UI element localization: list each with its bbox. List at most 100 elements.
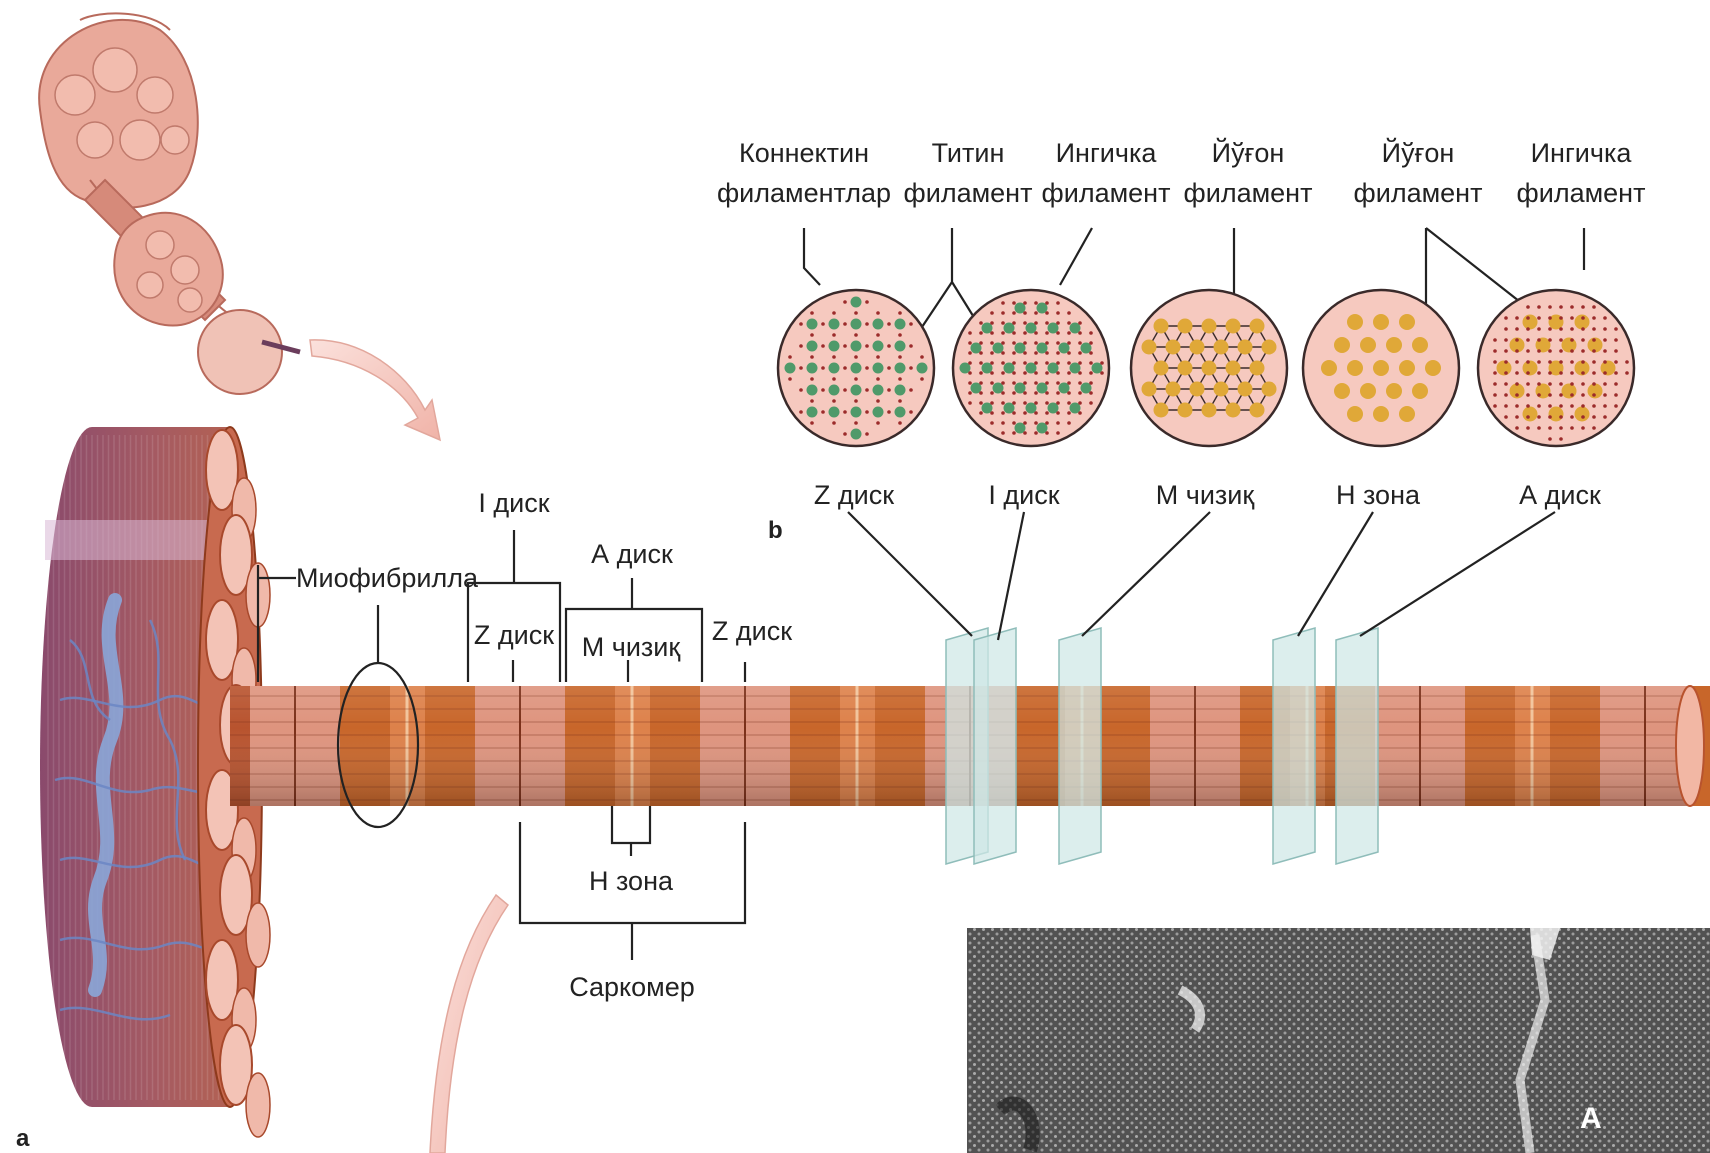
thick-filament-dot (1562, 384, 1577, 399)
thin-filament-dot (887, 388, 891, 392)
thin-filament-dot (1012, 301, 1016, 305)
thin-filament-dot (1570, 426, 1574, 430)
thin-filament-dot (854, 399, 858, 403)
thin-filament-dot (1034, 371, 1038, 375)
titin-dot (807, 385, 818, 396)
titin-dot (917, 363, 928, 374)
titin-dot (873, 319, 884, 330)
section-plane (1336, 628, 1378, 864)
thin-filament-dot (1493, 360, 1497, 364)
thin-filament-dot (979, 371, 983, 375)
thick-filament-dot (1412, 337, 1428, 353)
thin-filament-dot (1067, 341, 1071, 345)
thin-filament-dot (1023, 431, 1027, 435)
thin-filament-dot (876, 399, 880, 403)
titin-dot (829, 319, 840, 330)
thick-filament-dot (1347, 360, 1363, 376)
electron-micrograph: A (967, 928, 1710, 1153)
zoom-arrow-top (310, 340, 440, 440)
thin-filament-dot (1001, 301, 1005, 305)
thin-filament-dot (1067, 371, 1071, 375)
header-thin-line1: Ингичка (1056, 138, 1158, 168)
thin-filament-dot (887, 410, 891, 414)
thick-filament-dot (1373, 314, 1389, 330)
thin-filament-dot (1559, 305, 1563, 309)
bundle-cell (178, 288, 202, 312)
titin-dot (851, 297, 862, 308)
thin-filament-dot (979, 411, 983, 415)
thin-filament-dot (1067, 321, 1071, 325)
thin-filament-dot (1493, 371, 1497, 375)
thin-filament-dot (1100, 361, 1104, 365)
thin-filament-dot (1548, 382, 1552, 386)
thin-filament-dot (1526, 382, 1530, 386)
muscle-bundle-illustration (39, 13, 300, 394)
thin-filament-dot (1045, 311, 1049, 315)
thin-filament-dot (1581, 426, 1585, 430)
thin-filament-dot (1548, 327, 1552, 331)
thin-filament-dot (1045, 341, 1049, 345)
thin-filament-dot (843, 322, 847, 326)
leader-a-disc (1360, 512, 1555, 636)
thin-filament-dot (1045, 381, 1049, 385)
thin-filament-dot (1581, 305, 1585, 309)
thin-filament-dot (1034, 431, 1038, 435)
thick-filament-dot (1523, 361, 1538, 376)
thin-filament-dot (898, 399, 902, 403)
thin-filament-dot (1559, 327, 1563, 331)
thin-filament-dot (1592, 327, 1596, 331)
titin-dot (807, 363, 818, 374)
thin-filament-dot (1001, 361, 1005, 365)
titin-dot (829, 407, 840, 418)
panel-letter-b: b (768, 517, 783, 544)
thin-filament-dot (1493, 349, 1497, 353)
header-thick2-line1: Йўғон (1382, 137, 1455, 168)
thin-filament-dot (1056, 391, 1060, 395)
thin-filament-dot (1023, 301, 1027, 305)
thin-filament-dot (1526, 393, 1530, 397)
titin-dot (873, 407, 884, 418)
thick-filament-dot (1334, 337, 1350, 353)
thick-filament-dot (1238, 382, 1253, 397)
thin-filament-dot (1034, 391, 1038, 395)
thin-filament-dot (1570, 393, 1574, 397)
thin-filament-dot (1548, 360, 1552, 364)
header-thick2-line2: филамент (1354, 178, 1483, 208)
thick-filament-dot (1250, 319, 1265, 334)
thin-filament-dot (810, 333, 814, 337)
thin-filament-dot (1012, 351, 1016, 355)
thin-filament-dot (990, 351, 994, 355)
thin-filament-dot (968, 341, 972, 345)
thick-filament-dot (1386, 383, 1402, 399)
thick-filament-dot (1399, 360, 1415, 376)
thin-filament-dot (887, 322, 891, 326)
thin-filament-dot (1603, 338, 1607, 342)
thin-filament-dot (1493, 338, 1497, 342)
thick-filament-dot (1386, 337, 1402, 353)
thin-filament-dot (1526, 316, 1530, 320)
thin-filament-dot (1067, 391, 1071, 395)
thin-filament-dot (1570, 316, 1574, 320)
thin-filament-dot (1067, 381, 1071, 385)
thick-filament-dot (1262, 340, 1277, 355)
thin-filament-dot (1537, 338, 1541, 342)
section-plane (1273, 628, 1315, 864)
thin-filament-dot (1012, 361, 1016, 365)
thick-filament-dot (1523, 407, 1538, 422)
thin-filament-dot (810, 355, 814, 359)
titin-dot (807, 341, 818, 352)
thin-filament-dot (979, 351, 983, 355)
thin-filament-dot (887, 366, 891, 370)
thin-filament-dot (1548, 338, 1552, 342)
thin-filament-dot (990, 341, 994, 345)
thin-filament-dot (876, 421, 880, 425)
thin-filament-dot (990, 401, 994, 405)
thin-filament-dot (1089, 371, 1093, 375)
thin-filament-dot (1614, 382, 1618, 386)
bundle-cell (171, 256, 199, 284)
thin-filament-dot (821, 322, 825, 326)
thin-filament-dot (1625, 371, 1629, 375)
label-m-line: M чизиқ (582, 632, 681, 662)
thin-filament-dot (979, 401, 983, 405)
thin-filament-dot (1625, 360, 1629, 364)
